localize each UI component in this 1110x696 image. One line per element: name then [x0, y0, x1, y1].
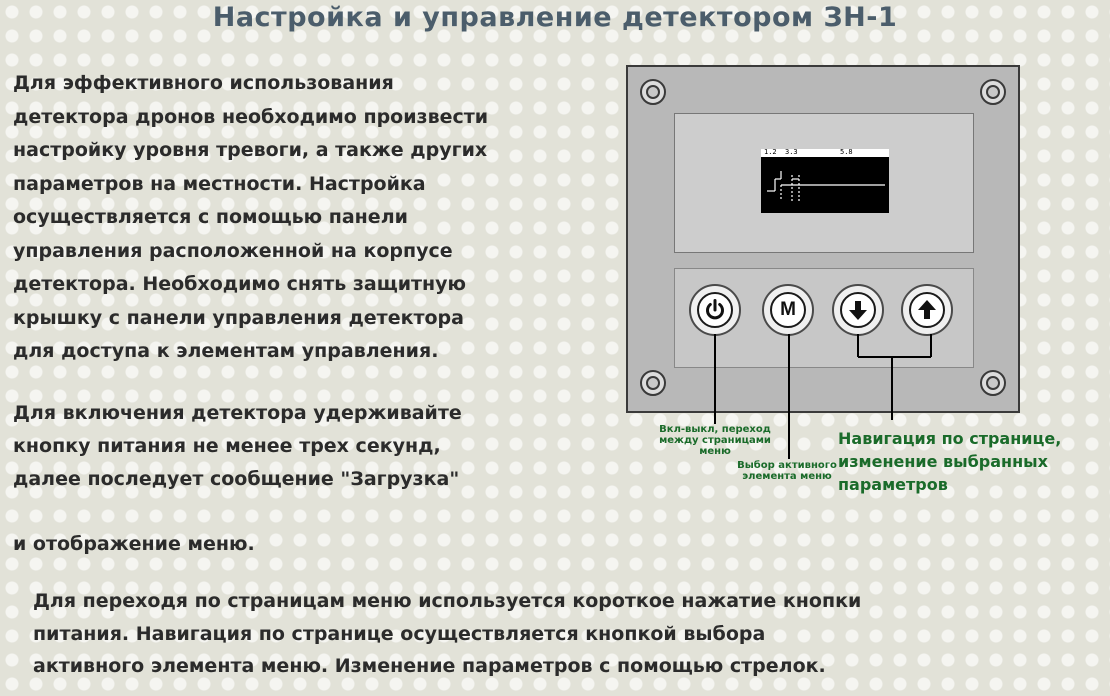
lcd-header: 1.2 3.3 5.8: [761, 148, 889, 157]
lcd-label: 1.2: [764, 148, 777, 156]
intro-line: управления расположенной на корпусе: [13, 239, 453, 262]
power-button-callout: Вкл-выкл, переход между страницами меню: [659, 424, 771, 457]
lcd-label: 5.8: [840, 148, 853, 156]
display-area: 1.2 3.3 5.8: [674, 113, 974, 253]
mode-button-callout: Выбор активного элемента меню: [737, 460, 837, 482]
lcd-screen: 1.2 3.3 5.8: [761, 148, 889, 213]
callout-line: параметров: [838, 475, 948, 494]
control-panel: 1.2 3.3 5.8: [626, 65, 1020, 413]
callout-line: изменение выбранных: [838, 452, 1048, 471]
arrow-down-icon: [849, 301, 867, 320]
screw-icon: [640, 79, 666, 105]
down-arrow-button[interactable]: [832, 284, 884, 336]
intro-line: параметров на местности. Настройка: [13, 172, 426, 195]
mode-button[interactable]: M: [762, 284, 814, 336]
power-button[interactable]: [689, 284, 741, 336]
lcd-label: 3.3: [785, 148, 798, 156]
power-line: далее последует сообщение "Загрузка": [13, 468, 460, 490]
intro-line: осуществляется с помощью панели: [13, 206, 408, 228]
screw-icon: [980, 370, 1006, 396]
power-instructions: Для включения детектора удерживайте кноп…: [13, 397, 573, 496]
intro-line: детектора дронов необходимо произвести: [13, 105, 489, 128]
nav-line: Для переходя по страницам меню используе…: [33, 590, 862, 612]
intro-line: для доступа к элементам управления.: [13, 340, 439, 362]
nav-line: активного элемента меню. Изменение парам…: [33, 655, 826, 677]
intro-line: детектора. Необходимо снять защитную: [13, 273, 467, 295]
up-arrow-button[interactable]: [901, 284, 953, 336]
arrow-up-icon: [918, 300, 936, 319]
lcd-graph: [767, 171, 885, 201]
intro-line: настройку уровня тревоги, а также других: [13, 139, 488, 161]
power-icon: [706, 299, 724, 320]
arrow-buttons-callout: Навигация по странице, изменение выбранн…: [838, 427, 1104, 496]
mode-button-label: M: [780, 299, 796, 320]
power-line: Для включения детектора удерживайте: [13, 402, 462, 424]
nav-line: питания. Навигация по странице осуществл…: [33, 622, 766, 645]
intro-line: Для эффективного использования: [13, 72, 394, 94]
page-title: Настройка и управление детектором ЗН-1: [212, 2, 898, 33]
power-line: кнопку питания не менее трех секунд,: [13, 435, 441, 457]
menu-display-text: и отображение меню.: [13, 533, 255, 555]
intro-line: крышку с панели управления детектора: [13, 306, 464, 329]
screw-icon: [640, 370, 666, 396]
screw-icon: [980, 79, 1006, 105]
intro-text: Для эффективного использования детектора…: [13, 67, 613, 369]
navigation-instructions: Для переходя по страницам меню используе…: [33, 585, 1093, 683]
callout-line: Навигация по странице,: [838, 429, 1062, 448]
